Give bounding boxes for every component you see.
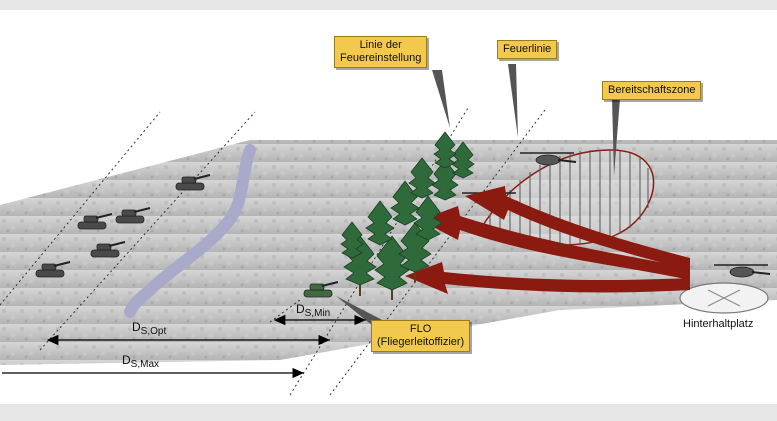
tank — [115, 207, 151, 224]
ambush-site-pad — [679, 282, 769, 314]
d-max-base: D — [122, 353, 131, 367]
range-line-1 — [0, 111, 161, 306]
callout-text: Bereitschaftszone — [608, 84, 696, 96]
callout-line-1: FLO — [409, 323, 432, 335]
top-frame-band — [0, 0, 777, 10]
river-line — [124, 144, 256, 318]
distance-arrows — [2, 314, 366, 379]
flight-path-arrows — [405, 186, 690, 294]
d-min-base: D — [296, 302, 305, 316]
tank — [77, 213, 113, 230]
helicopter — [520, 152, 577, 166]
flight-arrow — [420, 206, 690, 280]
callout-feuerlinie: Feuerlinie — [497, 40, 558, 59]
d-opt-sub: S,Opt — [140, 326, 167, 337]
callout-text: Feuerlinie — [503, 43, 552, 55]
tank — [90, 241, 126, 258]
flight-arrow — [405, 262, 690, 294]
d-max-sub: S,Max — [130, 359, 160, 370]
tank — [35, 261, 71, 278]
callout-flo: FLO (Fliegerleitoffizier) — [371, 320, 471, 352]
range-line-2 — [39, 111, 256, 351]
callout-line-1: Linie der — [359, 39, 402, 51]
d-max-label: DS,Max — [122, 353, 159, 370]
pointer-feuerlinie — [508, 64, 518, 138]
enemy-tanks — [35, 174, 339, 298]
flight-arrow — [465, 186, 690, 270]
d-opt-base: D — [132, 320, 141, 334]
pointer-linie — [432, 70, 450, 128]
bottom-frame-band — [0, 404, 777, 421]
callout-pointers — [336, 64, 620, 330]
hinterhaltplatz-label: Hinterhaltplatz — [683, 318, 754, 330]
callout-line-2: (Fliegerleitoffizier) — [377, 336, 465, 348]
pointer-bereitschaftszone — [612, 98, 620, 176]
callout-linie-der-feuereinstellung: Linie der Feuereinstellung — [334, 36, 428, 68]
d-min-sub: S,Min — [304, 308, 331, 319]
tree-group — [340, 131, 475, 300]
d-opt-label: DS,Opt — [132, 320, 166, 337]
tank — [175, 174, 211, 191]
flo-vehicle — [303, 281, 339, 298]
callout-line-2: Feuereinstellung — [340, 52, 422, 64]
helicopter — [714, 264, 771, 278]
callout-bereitschaftszone: Bereitschaftszone — [602, 81, 702, 100]
d-min-label: DS,Min — [296, 302, 330, 319]
